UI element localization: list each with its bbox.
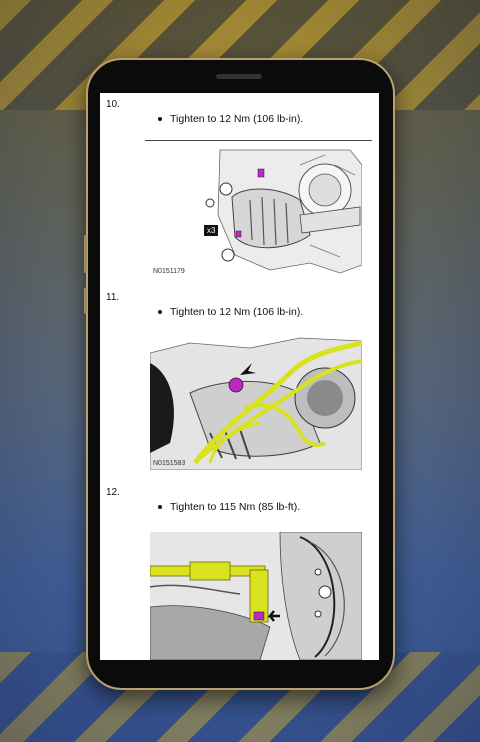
earpiece-speaker [216, 74, 262, 79]
step-number: 11. [106, 292, 120, 303]
step-instruction: Tighten to 115 Nm (85 lb-ft). [158, 501, 300, 513]
bullet-icon [158, 117, 162, 122]
brake-line-illustration [150, 333, 362, 470]
step-instruction: Tighten to 12 Nm (106 lb-in). [158, 113, 303, 125]
tie-rod-illustration [150, 532, 362, 660]
volume-button [84, 235, 87, 273]
bullet-icon [158, 310, 162, 315]
step-11: 11. Tighten to 12 Nm (106 lb-in). [100, 288, 379, 478]
bullet-icon [158, 505, 162, 510]
cv-axle-illustration [150, 145, 362, 278]
step-number: 12. [106, 487, 120, 498]
figure-id: N0151583 [153, 460, 186, 467]
divider [145, 140, 372, 141]
step-number: 10. [106, 99, 120, 110]
figure-id: N0151179 [153, 268, 185, 275]
step-instruction: Tighten to 12 Nm (106 lb-in). [158, 306, 303, 318]
bixby-button [84, 288, 87, 314]
step-10: 10. Tighten to 12 Nm (106 lb-in). [100, 95, 379, 285]
instruction-text: Tighten to 12 Nm (106 lb-in). [170, 306, 304, 318]
figure-tie-rod[interactable] [150, 532, 362, 660]
phone-frame: 10. Tighten to 12 Nm (106 lb-in). [84, 58, 395, 690]
figure-brake-line[interactable]: N0151583 [150, 333, 362, 470]
quantity-callout: x3 [204, 225, 219, 236]
manual-screen[interactable]: 10. Tighten to 12 Nm (106 lb-in). [100, 93, 379, 660]
instruction-text: Tighten to 115 Nm (85 lb-ft). [170, 501, 301, 513]
step-12: 12. Tighten to 115 Nm (85 lb-ft). [100, 483, 379, 660]
figure-cv-axle[interactable]: x3 N0151179 [150, 145, 362, 278]
instruction-text: Tighten to 12 Nm (106 lb-in). [170, 113, 304, 125]
